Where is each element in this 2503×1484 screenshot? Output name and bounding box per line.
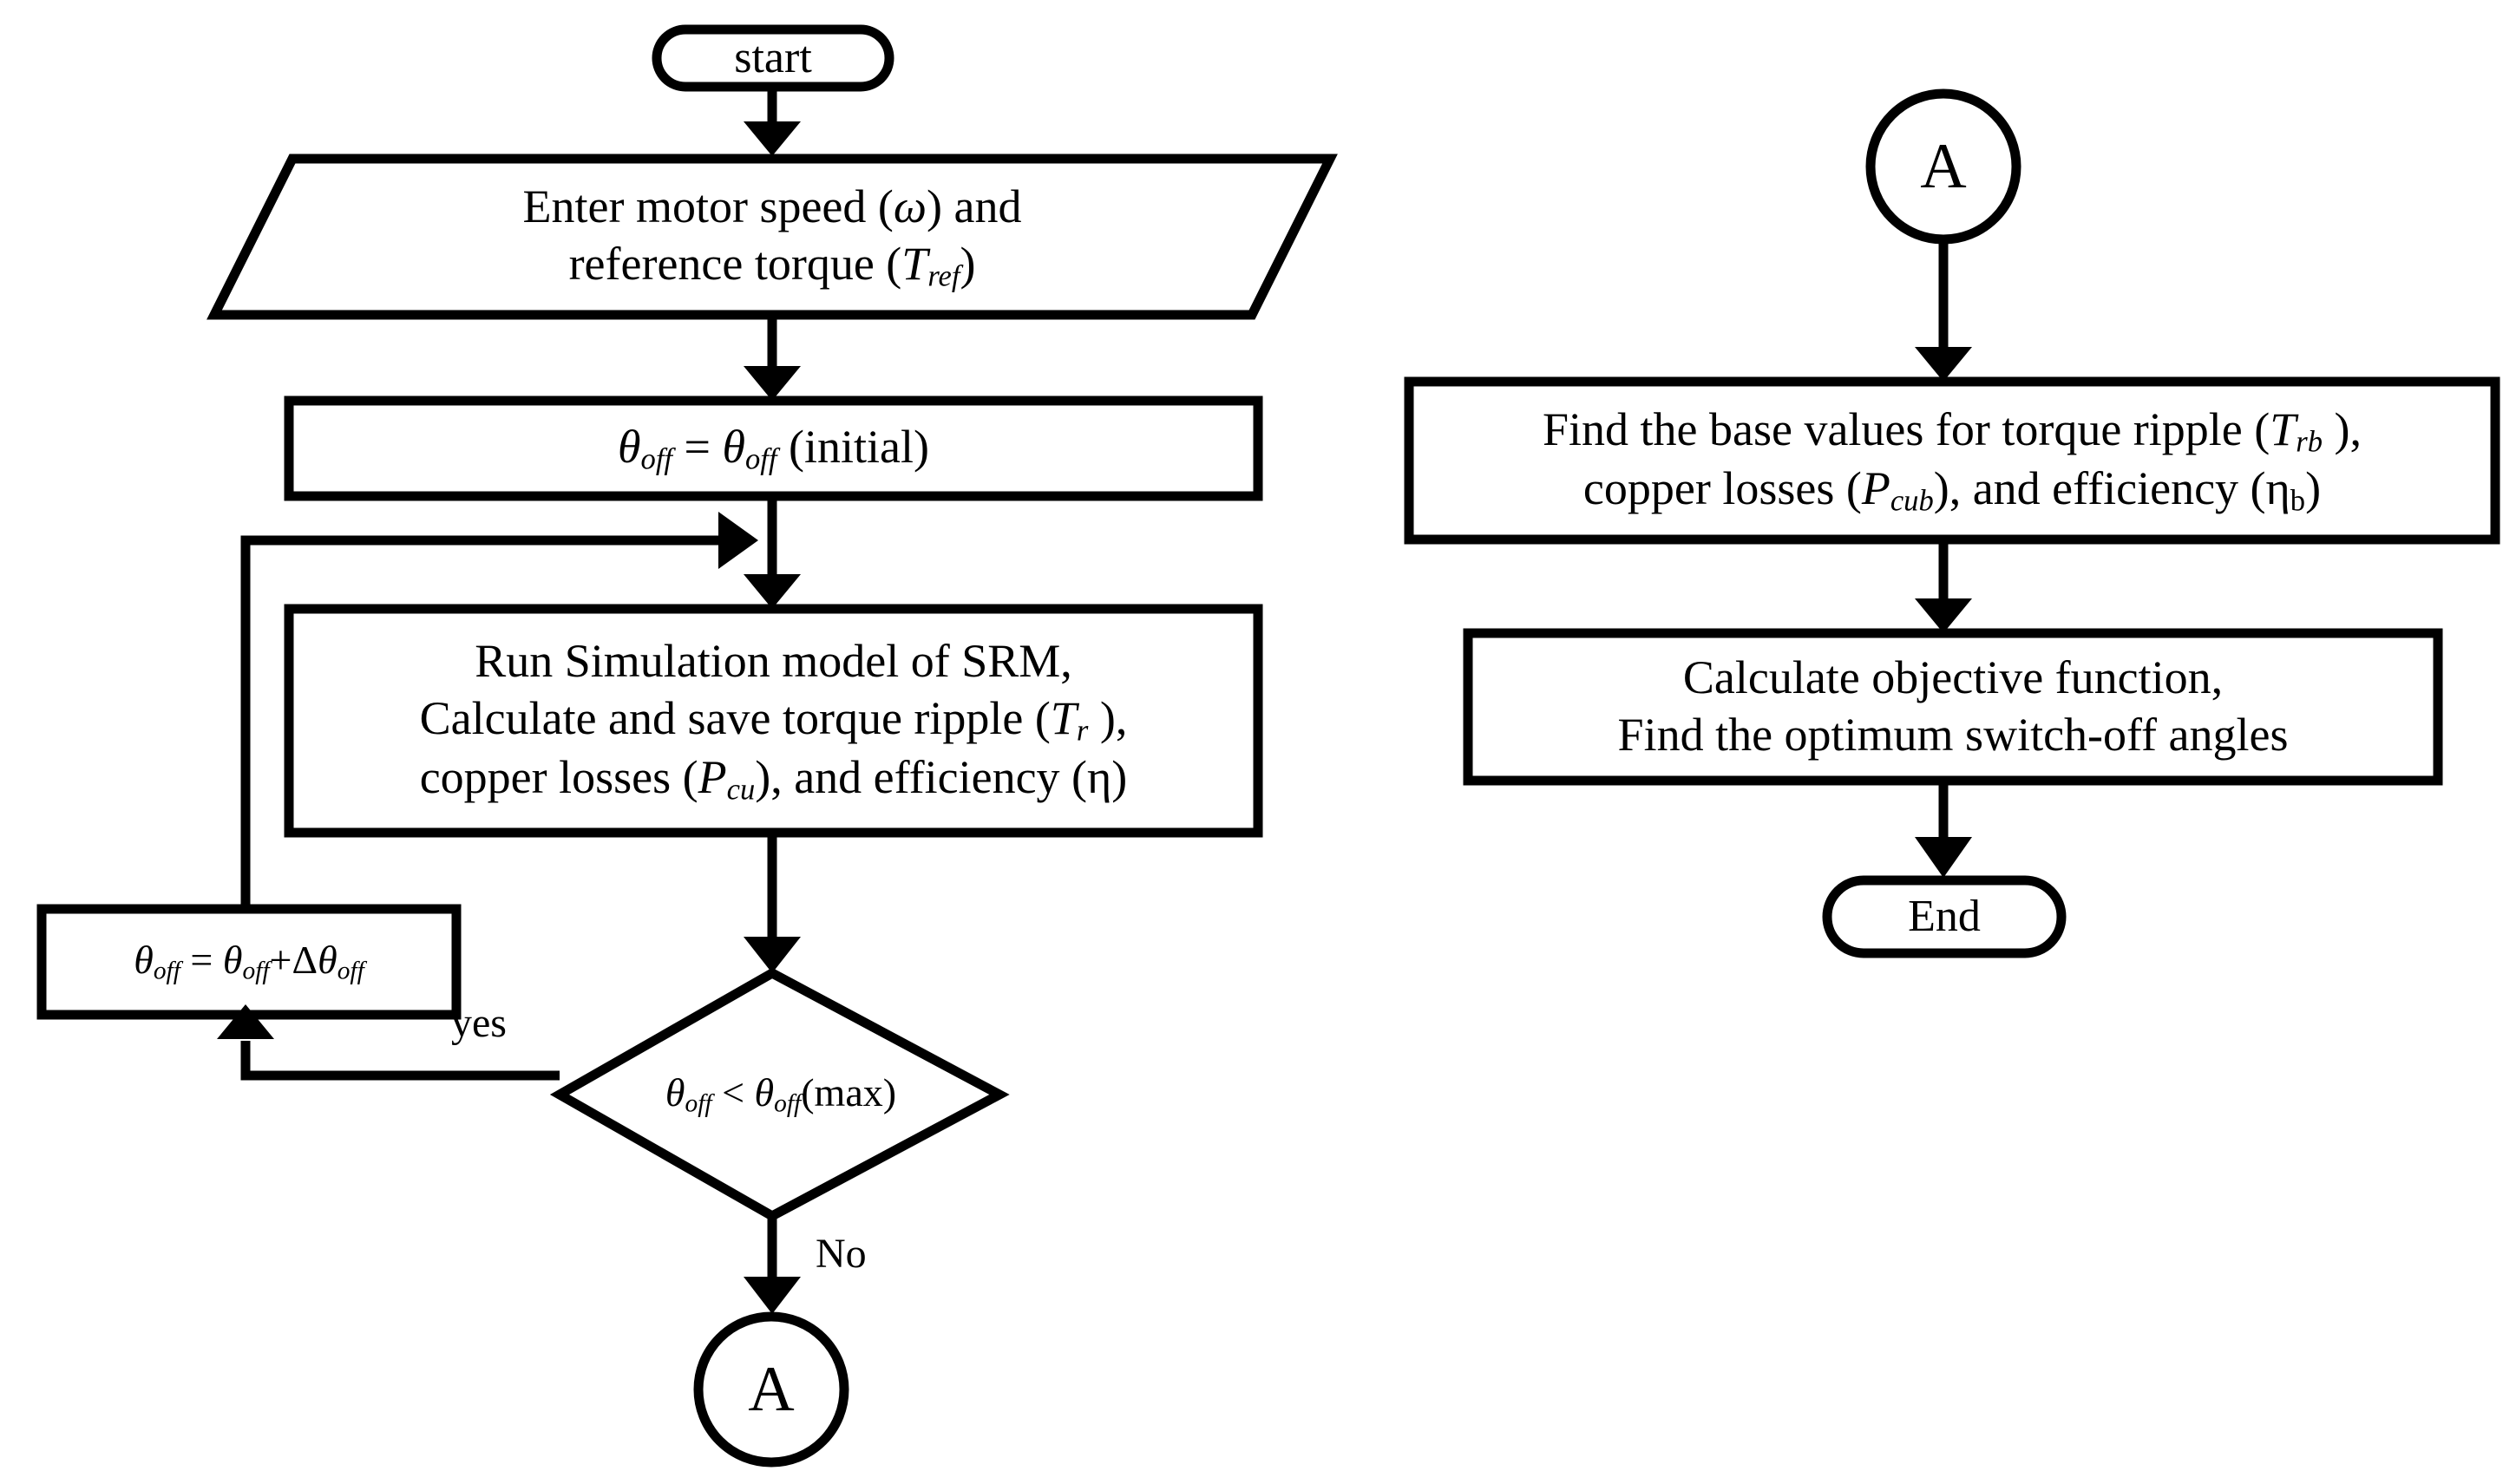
increment-process-label: θoff = θoff+Δθoff: [42, 909, 456, 1015]
simulate-process-label: Run Simulation model of SRM, Calculate a…: [289, 609, 1258, 833]
objective-line-2: Find the optimum switch-off angles: [1617, 709, 2289, 761]
base-values-process-label: Find the base values for torque ripple (…: [1409, 382, 2495, 539]
arrowhead-init-to-simulate: [744, 574, 801, 609]
input-line-1: Enter motor speed (ω) and: [522, 180, 1022, 233]
increment-process-shape: [36, 904, 462, 1020]
objective-line-1: Calculate objective function,: [1682, 651, 2224, 704]
simulate-process-shape: [284, 604, 1263, 838]
objective-process-label: Calculate objective function, Find the o…: [1468, 633, 2438, 781]
connector-a-bottom-label: A: [748, 1353, 795, 1425]
decision-expression: θoff < θoff(max): [665, 1070, 897, 1118]
arrowhead-objective-to-end: [1915, 837, 1972, 878]
base-values-line-1: Find the base values for torque ripple (…: [1542, 403, 2362, 459]
start-terminal-label: start: [734, 33, 812, 83]
edge-yes-branch: [240, 1041, 560, 1081]
arrowhead-connector-to-base-values: [1915, 347, 1972, 382]
edge-label-yes: yes: [451, 1000, 507, 1046]
decision-diamond-label: θoff < θoff(max): [562, 1051, 999, 1138]
base-values-line-2: copper losses (Pcub), and efficiency (ηb…: [1582, 462, 2322, 518]
arrowhead-simulate-to-decision: [744, 937, 801, 973]
simulate-line-3: copper losses (Pcu), and efficiency (η): [419, 750, 1128, 807]
edge-feedback-loop: [240, 535, 727, 909]
init-expression: θoff = θoff (initial): [618, 421, 929, 476]
arrowhead-yes-branch: [217, 1004, 274, 1039]
simulate-line-2: Calculate and save torque ripple (Tr ),: [419, 692, 1128, 748]
arrowhead-start-to-input: [744, 121, 801, 156]
simulate-line-1: Run Simulation model of SRM,: [475, 635, 1072, 688]
end-terminal-shape: [1822, 875, 2067, 958]
input-parallelogram-label: Enter motor speed (ω) and reference torq…: [252, 159, 1293, 315]
edge-label-no: No: [816, 1231, 867, 1277]
increment-expression: θoff = θoff+Δθoff: [134, 938, 364, 985]
input-line-2: reference torque (Tref): [568, 238, 976, 293]
arrowhead-base-values-to-objective: [1915, 598, 1972, 633]
arrowhead-feedback-loop: [718, 512, 758, 569]
objective-process-shape: [1463, 628, 2443, 786]
arrowhead-input-to-init: [744, 366, 801, 401]
connector-a-bottom-shape: [693, 1311, 849, 1468]
base-values-process-shape: [1404, 376, 2500, 545]
init-process-label: θoff = θoff (initial): [289, 401, 1258, 496]
arrowhead-no-branch: [744, 1277, 801, 1314]
input-parallelogram-shape: [206, 154, 1338, 320]
end-terminal-label: End: [1908, 892, 1981, 942]
connector-a-top-label: A: [1920, 130, 1967, 202]
